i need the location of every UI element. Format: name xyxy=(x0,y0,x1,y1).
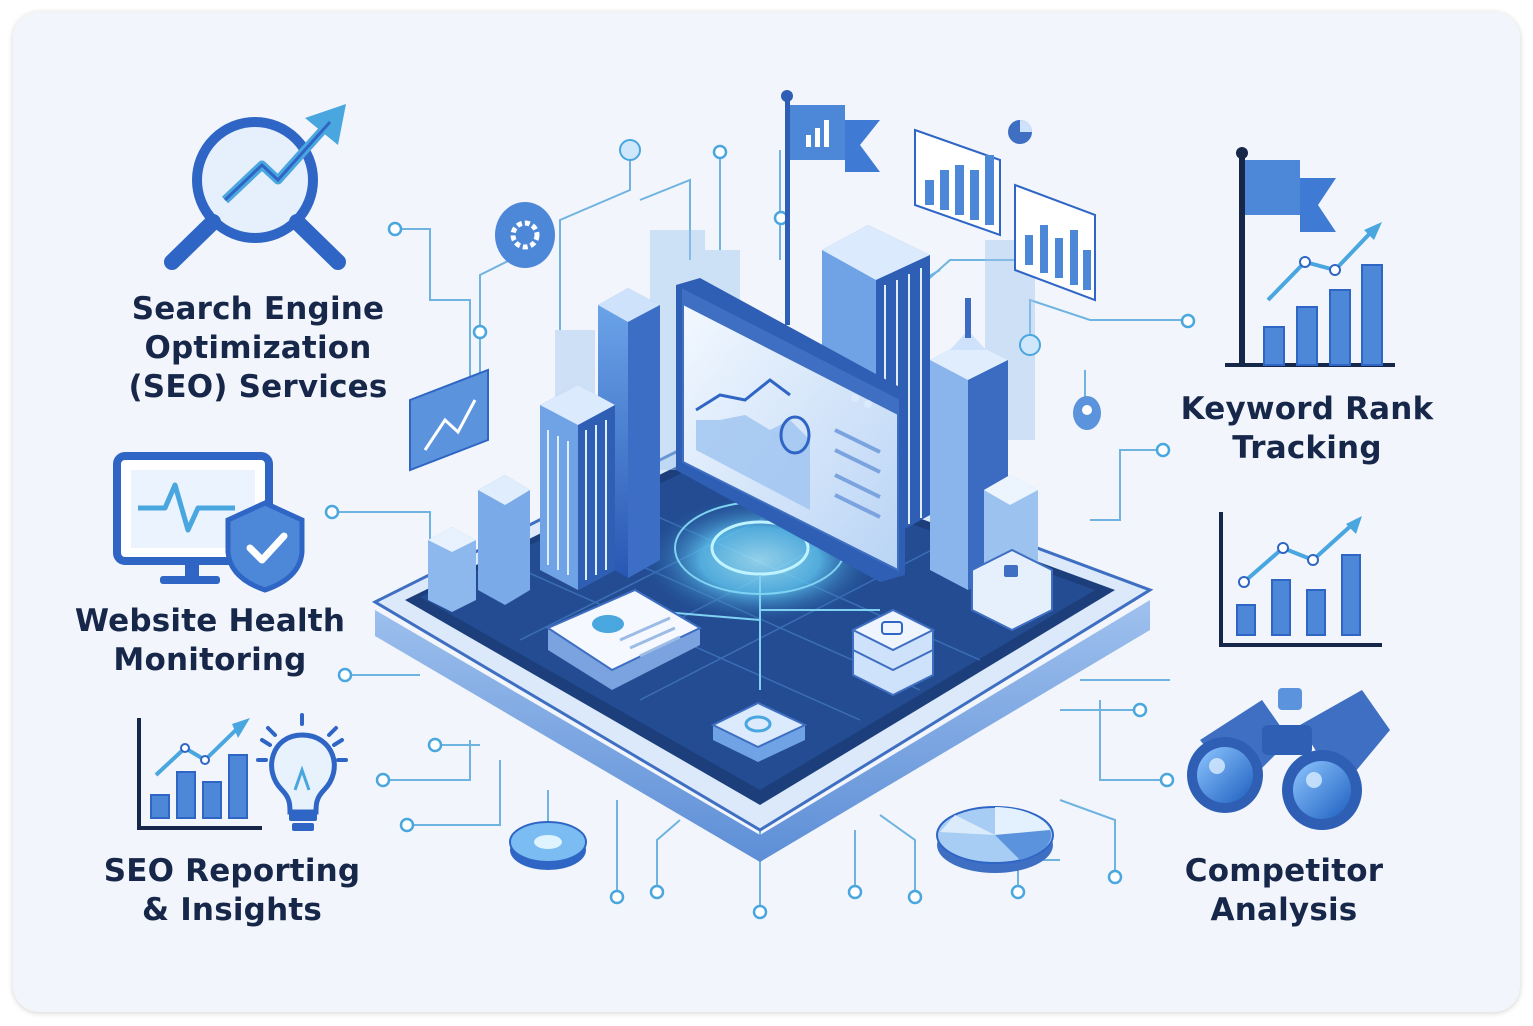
report-card xyxy=(545,588,703,690)
seo-reporting-label: SEO Reporting & Insights xyxy=(92,852,372,930)
floating-location-pin xyxy=(1073,396,1101,430)
reporting-label-line2: & Insights xyxy=(141,892,323,928)
growth-bar-chart-icon xyxy=(1219,512,1382,647)
server-stack xyxy=(850,608,936,697)
health-label-line2: Monitoring xyxy=(113,642,307,678)
seo-services-label: Search Engine Optimization (SEO) Service… xyxy=(118,290,398,407)
bar-chart-lightbulb-icon xyxy=(137,713,348,831)
floating-gear-badge xyxy=(495,202,555,268)
seo-label-line2: Optimization xyxy=(144,330,372,366)
keyword-label-line1: Keyword Rank xyxy=(1180,391,1434,427)
dashboard-screen xyxy=(676,278,905,582)
chip-module xyxy=(710,701,808,762)
keyword-label-line2: Tracking xyxy=(1232,430,1382,466)
competitor-label-line2: Analysis xyxy=(1210,892,1358,928)
seo-label-line3: (SEO) Services xyxy=(128,369,388,405)
binoculars-icon xyxy=(1187,688,1390,830)
keyword-rank-label: Keyword Rank Tracking xyxy=(1167,390,1447,468)
flag-bar-chart-icon xyxy=(1225,147,1395,367)
glowing-disc xyxy=(509,821,587,870)
floating-bar-panels xyxy=(914,128,1096,302)
magnifier-growth-arrow-icon xyxy=(164,104,346,270)
website-health-label: Website Health Monitoring xyxy=(70,602,350,680)
competitor-label-line1: Competitor xyxy=(1184,853,1384,889)
health-label-line1: Website Health xyxy=(74,603,346,639)
top-flag xyxy=(781,90,880,325)
floating-pin-top xyxy=(619,120,1041,356)
seo-label-line1: Search Engine xyxy=(131,291,385,327)
pie-chart-disc xyxy=(936,806,1054,873)
floating-trend-card xyxy=(409,368,489,472)
reporting-label-line1: SEO Reporting xyxy=(103,853,361,889)
monitor-shield-icon xyxy=(113,452,305,593)
competitor-analysis-label: Competitor Analysis xyxy=(1144,852,1424,930)
